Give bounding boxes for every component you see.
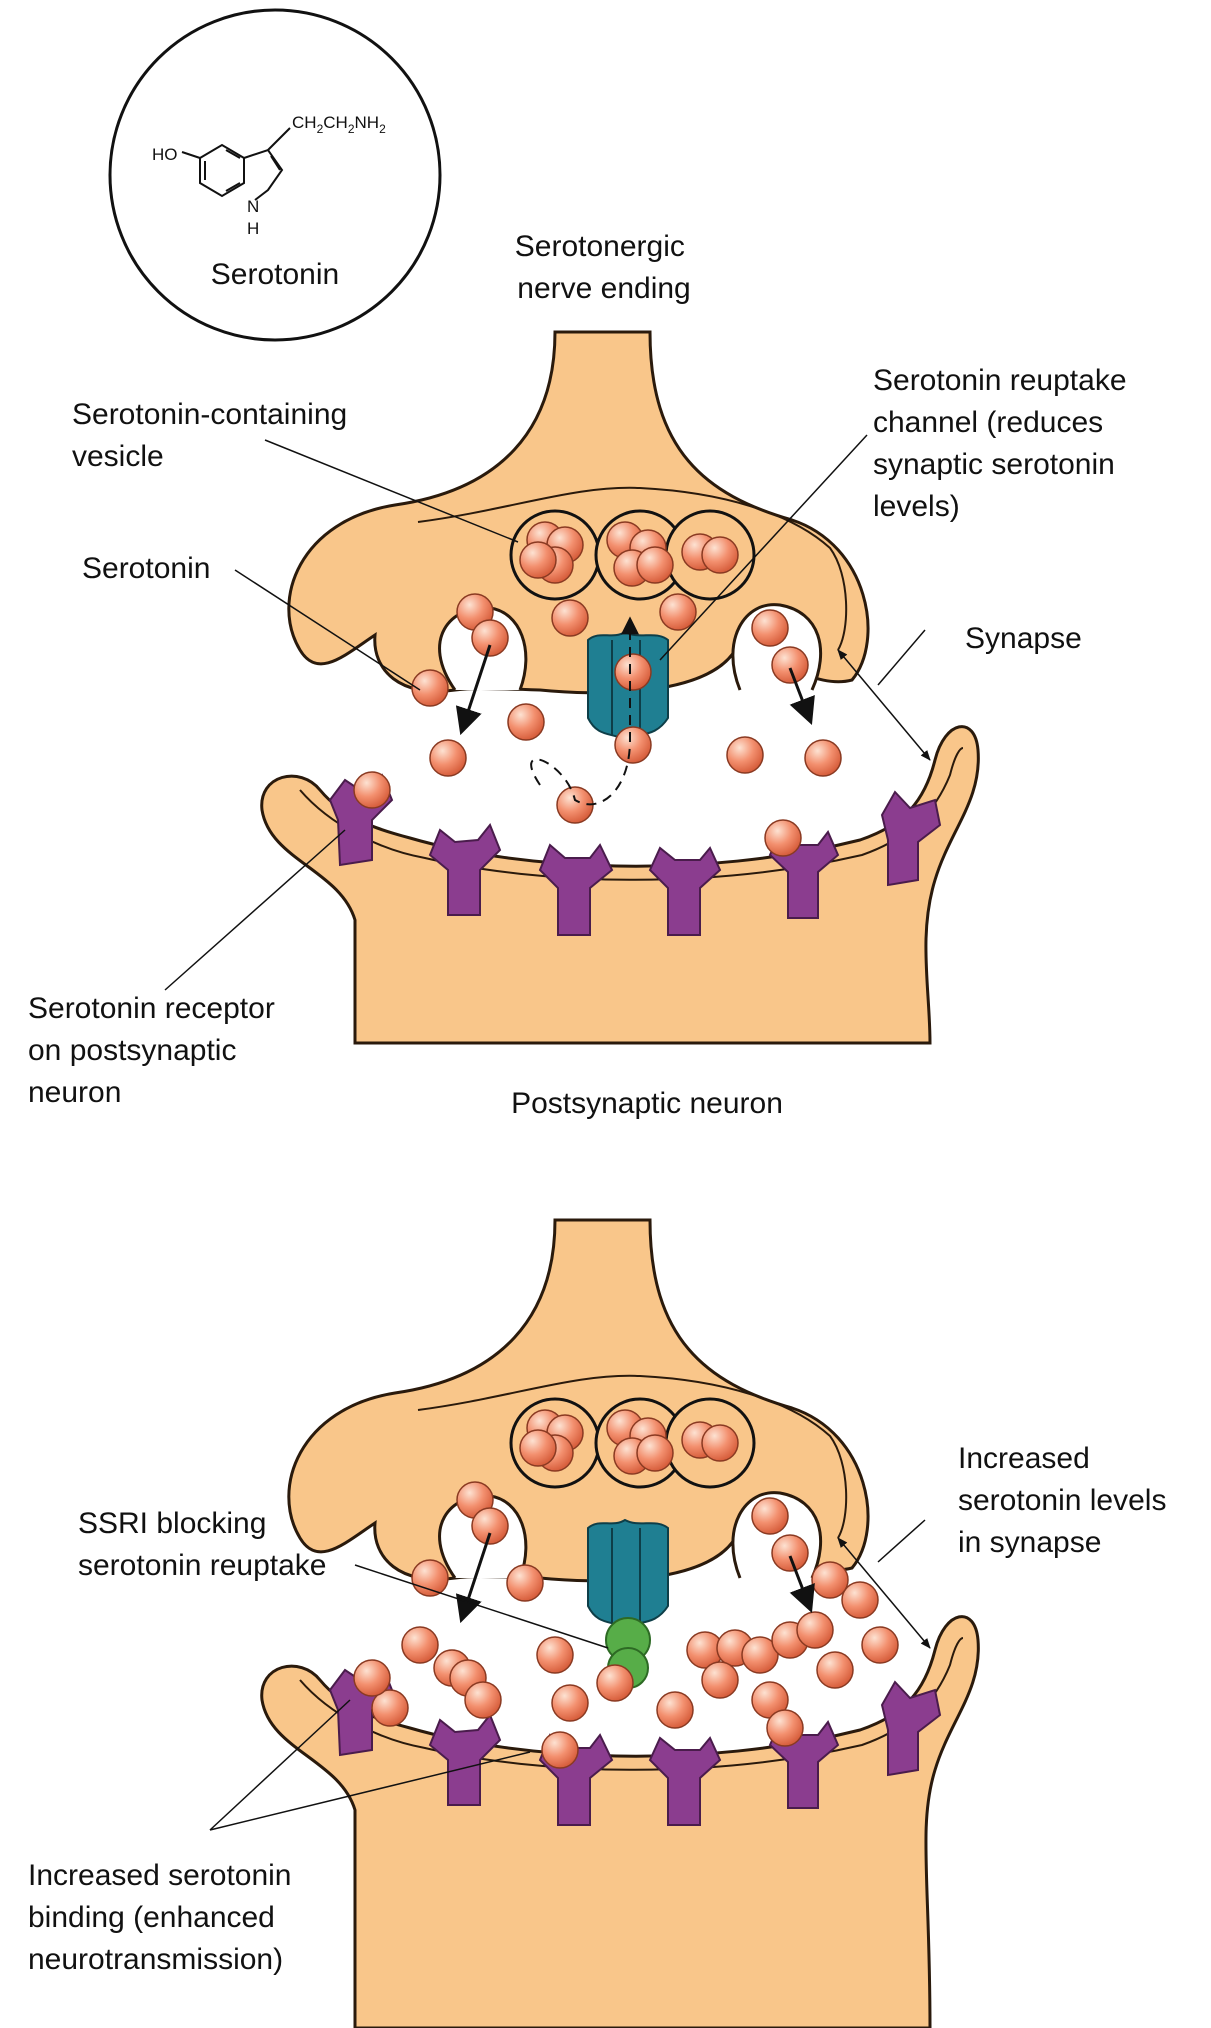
- serotonin-molecule-icon: [551, 1684, 589, 1722]
- molecule-ho: HO: [152, 145, 178, 164]
- molecule-n: N: [247, 197, 259, 216]
- receptor-icon: [648, 846, 722, 936]
- serotonin-molecule-icon: [471, 619, 509, 657]
- serotonin-molecule-icon: [551, 599, 589, 637]
- molecule-circle: [108, 8, 442, 342]
- receptor-icon: [648, 1736, 722, 1826]
- serotonin-molecule-icon: [464, 1681, 502, 1719]
- serotonin-molecule-icon: [636, 546, 674, 584]
- synapse-width-arrow-bottom: [837, 1537, 931, 1649]
- molecule-name: Serotonin: [211, 258, 339, 291]
- serotonin-structure-icon: [181, 127, 291, 201]
- synapse-label: Synapse: [965, 622, 1082, 655]
- postsynaptic-inner-membrane: [299, 747, 964, 881]
- synapse-width-arrow: [837, 649, 931, 761]
- serotonin-molecule-icon: [659, 593, 697, 631]
- serotonin-molecule-icon: [741, 1636, 779, 1674]
- molecule-side-chain: CH2CH2NH2: [292, 113, 386, 136]
- vesicle-label: Serotonin-containing vesicle: [72, 398, 356, 473]
- serotonin-molecule-icon: [429, 739, 467, 777]
- bottom-panel: Increased serotonin levels in synapse SS…: [28, 1218, 1175, 2028]
- reuptake-path-arrow: [530, 616, 639, 806]
- receptor-icon: [428, 823, 502, 916]
- serotonin-molecule-icon: [371, 1689, 409, 1727]
- serotonin-molecule-icon: [796, 1611, 834, 1649]
- serotonin-molecule-icon: [614, 726, 652, 764]
- receptor-icon: [538, 843, 614, 936]
- serotonin-molecule-icon: [701, 1424, 739, 1462]
- presynaptic-inner-membrane-bottom: [417, 1374, 848, 1539]
- serotonin-molecule-icon: [519, 541, 557, 579]
- serotonin-molecule-icon: [471, 1507, 509, 1545]
- serotonin-molecule-icon: [804, 739, 842, 777]
- serotonin-molecule-icon: [353, 1659, 391, 1697]
- serotonin-molecule-icon: [506, 1564, 544, 1602]
- release-arrow-left: [455, 644, 492, 736]
- serotonin-molecule-icon: [726, 736, 764, 774]
- serotonin-molecule-icon: [636, 1434, 674, 1472]
- serotonin-molecule-icon: [751, 1497, 789, 1535]
- leader-lines-top: [164, 434, 926, 991]
- serotonin-molecule-icon: [411, 1559, 449, 1597]
- serotonin-molecule-icon: [519, 1429, 557, 1467]
- serotonin-molecule-icon: [614, 653, 652, 691]
- presynaptic-inner-membrane: [417, 486, 848, 651]
- serotonin-molecule-icon: [701, 1661, 739, 1699]
- serotonin-molecule-icon: [701, 536, 739, 574]
- increased-binding-label: Increased serotonin binding (enhanced ne…: [28, 1859, 300, 1976]
- nerve-ending-label: Serotonergic nerve ending: [515, 230, 693, 305]
- receptors-top: [328, 773, 942, 936]
- serotonin-molecule-icon: [401, 1626, 439, 1664]
- postsynaptic-neuron-label: Postsynaptic neuron: [511, 1087, 783, 1120]
- serotonin-molecule-icon: [861, 1626, 899, 1664]
- release-arrow-right-bottom: [788, 1555, 815, 1614]
- release-arrow-right: [788, 667, 815, 726]
- reuptake-channel-blocked-icon: [587, 1518, 669, 1630]
- serotonin-molecule-icon: [816, 1651, 854, 1689]
- receptor-icon: [880, 1680, 942, 1777]
- increased-levels-label: Increased serotonin levels in synapse: [958, 1442, 1175, 1559]
- serotonin-molecules-top: [353, 521, 842, 857]
- serotonin-molecule-icon: [507, 703, 545, 741]
- serotonin-molecule-icon: [764, 819, 802, 857]
- ssri-label: SSRI blocking serotonin reuptake: [78, 1507, 327, 1582]
- serotonin-molecule-icon: [411, 669, 449, 707]
- serotonin-molecule-icon: [353, 771, 391, 809]
- release-arrow-left-bottom: [455, 1532, 492, 1624]
- serotonin-molecule-icon: [536, 1636, 574, 1674]
- receptor-icon: [880, 790, 942, 887]
- receptor-label: Serotonin receptor on postsynaptic neuro…: [28, 992, 283, 1109]
- postsynaptic-inner-membrane-bottom: [299, 1637, 964, 1771]
- top-panel: Serotonergic nerve ending Serotonin-cont…: [28, 230, 1135, 1120]
- serotonin-molecule-icon: [811, 1561, 849, 1599]
- serotonin-molecule-icon: [766, 1709, 804, 1747]
- serotonin-molecule-icon: [771, 1534, 809, 1572]
- serotonin-molecule-icon: [751, 609, 789, 647]
- receptor-icon: [428, 1713, 502, 1806]
- serotonin-molecule-icon: [771, 646, 809, 684]
- molecule-inset: HO CH2CH2NH2 N H Serotonin: [108, 8, 442, 342]
- reuptake-channel-label: Serotonin reuptake channel (reduces syna…: [873, 364, 1135, 523]
- molecule-h: H: [247, 219, 259, 238]
- serotonin-molecule-icon: [596, 1664, 634, 1702]
- serotonin-label: Serotonin: [82, 552, 210, 585]
- serotonin-molecule-icon: [841, 1581, 879, 1619]
- leader-lines-bottom: [209, 1519, 926, 1831]
- serotonin-molecule-icon: [656, 1691, 694, 1729]
- serotonin-molecule-icon: [541, 1731, 579, 1769]
